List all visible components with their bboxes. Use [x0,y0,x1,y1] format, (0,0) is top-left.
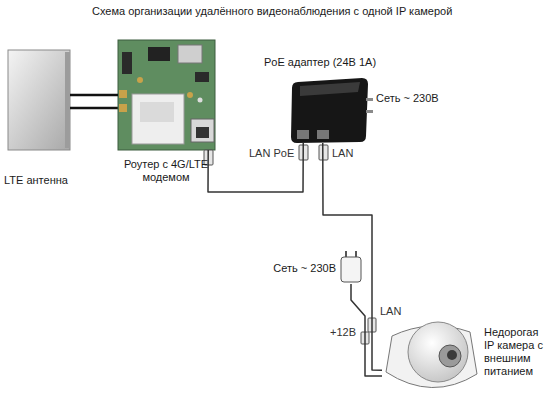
lan-port [317,130,329,139]
router-node: Роутер с 4G/LTE модемом [118,40,215,150]
rj45-socket [196,127,209,138]
node-caption: Недорогая IP камера с внешним питанием [484,326,546,378]
sim-slot [178,45,202,63]
node-caption: Сеть ~ 230В [268,262,336,275]
chip [148,47,170,61]
port-label: LAN [380,305,401,318]
rj45-port [191,119,214,142]
router-board [118,40,215,150]
connector [122,52,132,74]
poe-adapter [291,78,368,143]
diagram-title: Схема организации удалённого видеонаблюд… [92,5,452,18]
component [198,98,203,103]
power-label: +12В [330,326,356,339]
component [137,77,143,83]
antenna-port [119,104,127,112]
power-adapter [341,257,361,282]
component [187,92,193,98]
antenna-port [119,90,127,98]
cable [323,143,382,370]
lan-port [297,130,309,139]
antenna-node: LTE антенна [8,50,70,150]
camera-lens-center [447,350,457,360]
camera-node: Недорогая IP камера с внешним питанием [382,318,478,405]
power-adapter-node: Сеть ~ 230В [340,256,362,284]
camera-dome [408,322,468,382]
antenna-edge [65,52,70,148]
node-caption: PoE адаптер (24В 1А) [264,56,404,69]
antenna-cable [70,94,118,97]
antenna-cable [70,107,118,110]
plug-prong [366,110,373,113]
camera-lens [439,345,461,367]
plug-prong [366,98,373,101]
modem-label [140,102,174,122]
cable [208,143,303,192]
poe-highlight [300,82,360,96]
poe-adapter-node: PoE адаптер (24В 1А)Сеть ~ 230В [292,78,367,143]
node-caption: Сеть ~ 230В [376,92,451,105]
node-caption: LTE антенна [4,174,84,187]
node-caption: Роутер с 4G/LTE модемом [123,158,209,184]
antenna-panel [8,50,70,150]
port-label: LAN PoE [249,147,294,160]
chip [195,72,209,82]
modem-module [132,94,184,144]
port-label: LAN [332,147,353,160]
